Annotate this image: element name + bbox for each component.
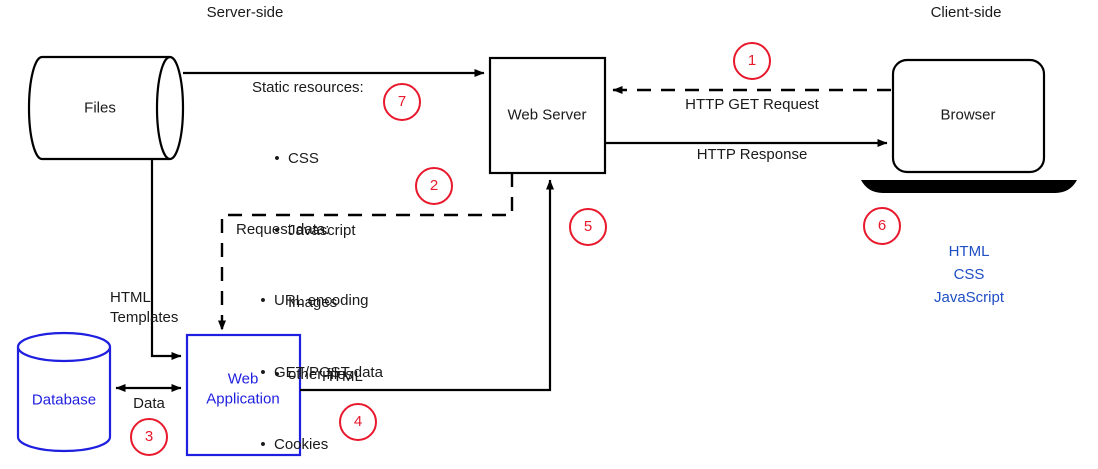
edge-request-data: [218, 173, 514, 331]
step-number-2[interactable]: 2: [415, 167, 453, 205]
step-number-5[interactable]: 5: [569, 208, 607, 246]
step-number-6[interactable]: 6: [863, 207, 901, 245]
bullet-icon: •: [274, 222, 280, 239]
browser-node-shape: [861, 58, 1077, 193]
step-number-7[interactable]: 7: [383, 83, 421, 121]
client-stack-line-html: HTML: [948, 243, 990, 260]
client-stack-text: HTML CSS JavaScript: [934, 240, 1004, 309]
html-templates-label-line1: HTML: [110, 289, 151, 306]
static-resources-heading: Static resources:: [252, 79, 364, 96]
web-application-node-shape: [185, 333, 302, 457]
list-item: • Cookies: [252, 433, 383, 457]
list-item: Images: [266, 291, 356, 315]
list-item-label: Javascript: [288, 222, 356, 239]
list-item: • CSS: [266, 147, 356, 171]
client-stack-line-javascript: JavaScript: [933, 289, 1005, 306]
database-node-shape: [16, 331, 112, 453]
list-item-label: Cookies: [274, 436, 329, 453]
client-side-label: Client-side: [930, 4, 1002, 21]
list-item: • URL encoding: [252, 289, 383, 313]
files-node-shape: [27, 55, 185, 161]
http-get-request-label: HTTP GET Request: [685, 96, 819, 113]
step-number-3[interactable]: 3: [130, 418, 168, 456]
request-data-heading: Request data:: [236, 221, 330, 238]
bullet-icon: •: [274, 150, 280, 167]
request-data-list: •URL encoding •GET/POST data •Cookies: [252, 241, 383, 469]
edge-html-templates: [150, 160, 182, 360]
list-item-label: URL encoding: [274, 292, 369, 309]
step-number-1[interactable]: 1: [733, 42, 771, 80]
bullet-icon: •: [274, 366, 280, 383]
http-response-label: HTTP Response: [696, 146, 808, 163]
html-templates-label-line2: Templates: [110, 309, 179, 326]
bullet-icon: •: [260, 292, 266, 309]
client-stack-line-css: CSS: [953, 266, 985, 283]
list-item: •GET/POST data: [252, 361, 383, 385]
list-item: • other files: [266, 363, 356, 387]
list-item-label: CSS: [288, 150, 319, 167]
bullet-icon: •: [260, 364, 266, 381]
edge-html-to-web-server: [300, 179, 554, 392]
step-number-4[interactable]: 4: [339, 403, 377, 441]
html-edge-label: HTML: [322, 368, 363, 385]
list-item-label: other files: [288, 366, 354, 383]
data-edge-label: Data: [133, 395, 165, 412]
static-resources-list: • CSS • Javascript Images • other files: [266, 99, 356, 435]
bullet-icon: •: [260, 436, 266, 453]
list-item-label: Images: [288, 294, 338, 311]
list-item: • Javascript: [266, 219, 356, 243]
list-item-label: GET/POST data: [274, 364, 383, 381]
web-server-node-shape: [488, 56, 607, 175]
server-side-label: Server-side: [206, 4, 284, 21]
